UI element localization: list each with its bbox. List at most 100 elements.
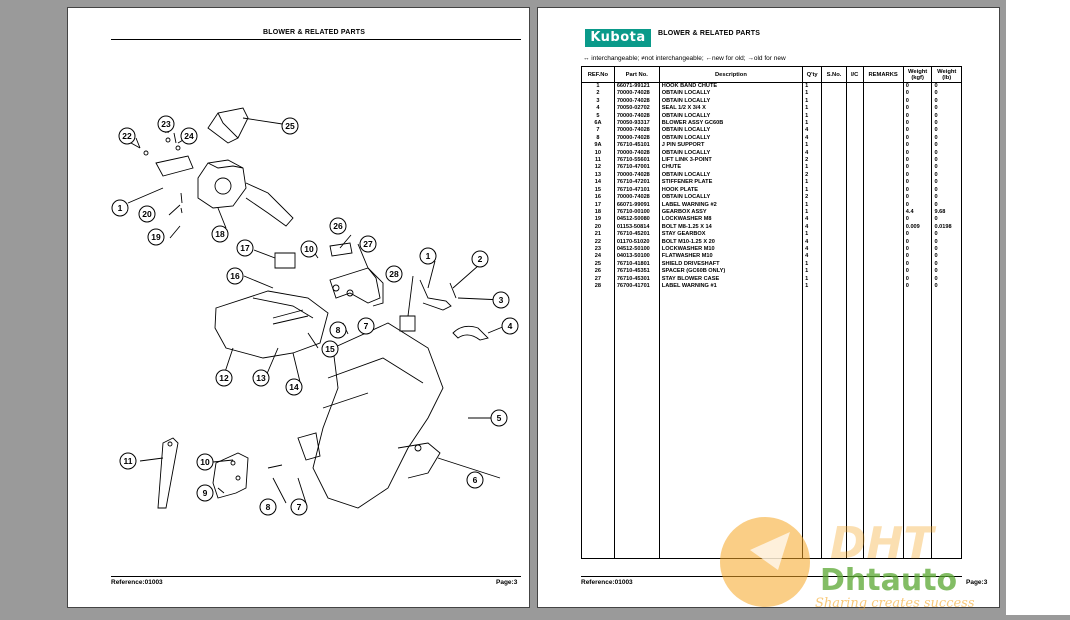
weight-kgf-cell: 0 bbox=[902, 194, 933, 202]
ref-cell: 22 bbox=[581, 238, 615, 246]
part-no-cell: 76710-45201 bbox=[613, 231, 660, 239]
weight-kgf-cell: 0 bbox=[902, 245, 933, 254]
callout-circle bbox=[147, 228, 165, 246]
qty-cell: 4 bbox=[802, 245, 823, 254]
remarks-cell bbox=[862, 164, 904, 172]
sno-cell bbox=[821, 105, 847, 113]
description-cell: CHUTE bbox=[658, 164, 804, 172]
remarks-cell bbox=[862, 157, 904, 165]
weight-lb-cell: 0 bbox=[931, 216, 962, 224]
remarks-cell bbox=[862, 105, 904, 113]
callout-5: 5 bbox=[490, 409, 508, 427]
filler-cell bbox=[862, 290, 904, 560]
qty-cell: 4 bbox=[802, 216, 823, 224]
qty-cell: 1 bbox=[802, 142, 823, 150]
callout-number: 17 bbox=[240, 243, 250, 253]
weight-kgf-cell: 0 bbox=[902, 231, 933, 239]
callout-circle bbox=[471, 250, 489, 268]
filler-cell bbox=[658, 290, 804, 560]
ref-cell: 24 bbox=[581, 253, 615, 261]
weight-lb-cell: 0.0198 bbox=[931, 223, 962, 232]
callout-circle bbox=[492, 291, 510, 309]
table-filler-row bbox=[581, 290, 962, 560]
callout-13: 13 bbox=[252, 369, 270, 387]
qty-cell: 2 bbox=[802, 194, 823, 202]
left-page: BLOWER & RELATED PARTS bbox=[67, 7, 530, 608]
weight-kgf-cell: 0 bbox=[902, 186, 933, 195]
description-cell: BOLT M8-1.25 X 14 bbox=[658, 223, 804, 232]
remarks-cell bbox=[862, 245, 904, 254]
ic-cell bbox=[845, 194, 864, 202]
description-cell: SHIELD DRIVESHAFT bbox=[658, 260, 804, 269]
qty-cell: 1 bbox=[802, 268, 823, 276]
callout-circle bbox=[385, 265, 403, 283]
sno-cell bbox=[821, 208, 847, 217]
remarks-cell bbox=[862, 134, 904, 143]
watermark-tagline: Sharing creates success bbox=[815, 596, 975, 611]
sno-cell bbox=[821, 268, 847, 276]
callout-number: 14 bbox=[289, 382, 299, 392]
remarks-cell bbox=[862, 216, 904, 224]
part-no-cell: 70050-02702 bbox=[613, 105, 660, 113]
ref-cell: 27 bbox=[581, 275, 615, 283]
ref-cell: 9A bbox=[581, 142, 615, 150]
part-no-cell: 70000-74028 bbox=[613, 112, 660, 121]
weight-lb-cell: 0 bbox=[931, 194, 962, 202]
callout-10: 10 bbox=[300, 240, 318, 258]
description-cell: OBTAIN LOCALLY bbox=[658, 171, 804, 180]
description-cell: SEAL 1/2 X 3/4 X bbox=[658, 105, 804, 113]
remarks-cell bbox=[862, 179, 904, 187]
ref-cell: 16 bbox=[581, 194, 615, 202]
watermark-brand-text: Dhtauto bbox=[820, 563, 957, 598]
qty-cell: 1 bbox=[802, 164, 823, 172]
sno-cell bbox=[821, 120, 847, 128]
parts-table-header: REF.No Part No. Description Q'ty S.No. I… bbox=[581, 66, 962, 83]
weight-lb-cell: 0 bbox=[931, 90, 962, 98]
sno-cell bbox=[821, 157, 847, 165]
qty-cell: 1 bbox=[802, 112, 823, 121]
qty-cell: 4 bbox=[802, 223, 823, 232]
description-cell: STIFFENER PLATE bbox=[658, 179, 804, 187]
qty-cell: 2 bbox=[802, 171, 823, 180]
callout-25: 25 bbox=[281, 117, 299, 135]
ic-cell bbox=[845, 112, 864, 121]
remarks-cell bbox=[862, 171, 904, 180]
callout-4: 4 bbox=[501, 317, 519, 335]
callout-number: 1 bbox=[118, 203, 123, 213]
callout-number: 7 bbox=[364, 321, 369, 331]
description-cell: STAY BLOWER CASE bbox=[658, 275, 804, 283]
part-no-cell: 76710-45351 bbox=[613, 268, 660, 276]
description-cell: STAY GEARBOX bbox=[658, 231, 804, 239]
callout-number: 11 bbox=[124, 456, 133, 466]
weight-lb-cell: 9.68 bbox=[931, 208, 962, 217]
col-remarks: REMARKS bbox=[862, 66, 904, 83]
callout-22: 22 bbox=[118, 127, 136, 145]
remarks-cell bbox=[862, 208, 904, 217]
ref-cell: 18 bbox=[581, 208, 615, 217]
part-no-cell: 76710-45301 bbox=[613, 275, 660, 283]
ic-cell bbox=[845, 105, 864, 113]
watermark-graphic: DHT Dhtauto Sharing creates success bbox=[720, 517, 975, 611]
sno-cell bbox=[821, 260, 847, 269]
description-cell: FLATWASHER M10 bbox=[658, 253, 804, 261]
part-no-cell: 76710-41801 bbox=[613, 260, 660, 269]
callout-16: 16 bbox=[226, 267, 244, 285]
qty-cell: 1 bbox=[802, 97, 823, 106]
weight-lb-cell: 0 bbox=[931, 157, 962, 165]
callout-1: 1 bbox=[111, 199, 129, 217]
callout-1: 1 bbox=[419, 247, 437, 265]
weight-lb-cell: 0 bbox=[931, 245, 962, 254]
remarks-cell bbox=[862, 231, 904, 239]
weight-kgf-cell: 0 bbox=[902, 238, 933, 246]
callout-number: 10 bbox=[200, 457, 210, 467]
remarks-cell bbox=[862, 275, 904, 283]
description-cell: LOCKWASHER M10 bbox=[658, 245, 804, 254]
